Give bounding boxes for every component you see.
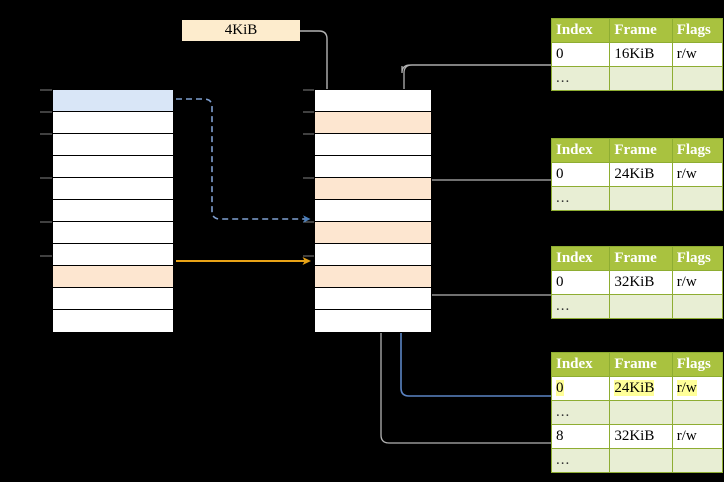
page-table-2-header-index: Index bbox=[550, 138, 611, 163]
page-table-4-cell: r/w bbox=[671, 376, 724, 401]
physical-memory-middle-row bbox=[315, 134, 431, 156]
page-table-3-row: ... bbox=[550, 294, 724, 319]
physical-memory-middle-row bbox=[315, 112, 431, 134]
physical-memory-middle-grid bbox=[314, 89, 432, 333]
page-table-2-cell: 0 bbox=[550, 162, 611, 187]
page-table-2-cell: ... bbox=[550, 186, 611, 211]
virtual-address-space-left-grid bbox=[52, 89, 174, 333]
virtual-address-space-left-row bbox=[53, 244, 173, 266]
page-table-4-cell: 32KiB bbox=[609, 424, 673, 449]
page-table-2-cell bbox=[609, 186, 673, 211]
physical-memory-middle-row bbox=[315, 90, 431, 112]
page-table-3-header-frame: Frame bbox=[609, 246, 673, 271]
page-table-1-cell bbox=[671, 66, 724, 91]
connector-table3-to-frame bbox=[417, 264, 551, 296]
virtual-address-space-left-row bbox=[53, 178, 173, 200]
physical-memory-middle-row bbox=[315, 266, 431, 288]
page-table-4-header-frame: Frame bbox=[609, 352, 673, 377]
physical-memory-middle-row bbox=[315, 200, 431, 222]
page-table-4-cell: r/w bbox=[671, 424, 724, 449]
page-table-2-row: ... bbox=[550, 186, 724, 211]
virtual-address-space-left-row bbox=[53, 222, 173, 244]
virtual-address-space-left-row bbox=[53, 134, 173, 156]
page-table-4-row: ... bbox=[550, 400, 724, 425]
page-table-4-cell: ... bbox=[550, 448, 611, 473]
page-table-3-header-index: Index bbox=[550, 246, 611, 271]
virtual-address-space-left-row bbox=[53, 90, 173, 112]
page-table-1-cell bbox=[609, 66, 673, 91]
page-table-2-header-flags: Flags bbox=[671, 138, 724, 163]
page-table-3-cell bbox=[609, 294, 673, 319]
virtual-address-space-left-row bbox=[53, 156, 173, 178]
virtual-address-space-left-row bbox=[53, 288, 173, 310]
virtual-address-space-left-row bbox=[53, 200, 173, 222]
left-grid-ticks bbox=[40, 89, 52, 257]
page-table-2-cell bbox=[671, 186, 724, 211]
physical-memory-middle-row bbox=[315, 310, 431, 332]
page-table-4-cell bbox=[671, 400, 724, 425]
physical-memory-middle-row bbox=[315, 222, 431, 244]
page-table-2-cell: 24KiB bbox=[609, 162, 673, 187]
page-table-3-cell: ... bbox=[550, 294, 611, 319]
middle-grid-ticks bbox=[303, 89, 314, 257]
page-table-2-cell: r/w bbox=[671, 162, 724, 187]
physical-memory-middle-row bbox=[315, 156, 431, 178]
virtual-address-space-left-row bbox=[53, 266, 173, 288]
page-table-1-cell: 16KiB bbox=[609, 42, 673, 67]
page-table-2-header-frame: Frame bbox=[609, 138, 673, 163]
virtual-address-space-left-row bbox=[53, 112, 173, 134]
page-table-3-cell bbox=[671, 294, 724, 319]
connector-table2-to-frame bbox=[417, 179, 551, 216]
page-table-4-header-index: Index bbox=[550, 352, 611, 377]
page-table-1-cell: r/w bbox=[671, 42, 724, 67]
page-table-3-header-flags: Flags bbox=[671, 246, 724, 271]
page-table-4-cell: 24KiB bbox=[609, 376, 673, 401]
page-table-3-cell: 0 bbox=[550, 270, 611, 295]
page-table-1-cell: ... bbox=[550, 66, 611, 91]
page-table-4-cell bbox=[609, 448, 673, 473]
page-table-4-row: ... bbox=[550, 448, 724, 473]
page-table-1-header-index: Index bbox=[550, 18, 611, 43]
page-table-4-cell: ... bbox=[550, 400, 611, 425]
page-table-1-cell: 0 bbox=[550, 42, 611, 67]
virtual-address-space-left-row bbox=[53, 310, 173, 332]
page-table-4-cell: 8 bbox=[550, 424, 611, 449]
physical-memory-middle-row bbox=[315, 178, 431, 200]
page-table-4-cell: 0 bbox=[550, 376, 611, 401]
page-table-1-header-flags: Flags bbox=[671, 18, 724, 43]
physical-memory-middle-row bbox=[315, 288, 431, 310]
page-table-3-cell: 32KiB bbox=[609, 270, 673, 295]
page-table-1-row: ... bbox=[550, 66, 724, 91]
connector-table1-to-frame bbox=[401, 64, 551, 74]
page-table-4-cell bbox=[609, 400, 673, 425]
page-table-1-header-frame: Frame bbox=[609, 18, 673, 43]
page-table-3-cell: r/w bbox=[671, 270, 724, 295]
page-table-4-header-flags: Flags bbox=[671, 352, 724, 377]
size-label-4kib: 4KiB bbox=[182, 20, 300, 41]
physical-memory-middle-row bbox=[315, 244, 431, 266]
connector-blue-dashed bbox=[176, 98, 311, 223]
page-table-4-cell bbox=[671, 448, 724, 473]
